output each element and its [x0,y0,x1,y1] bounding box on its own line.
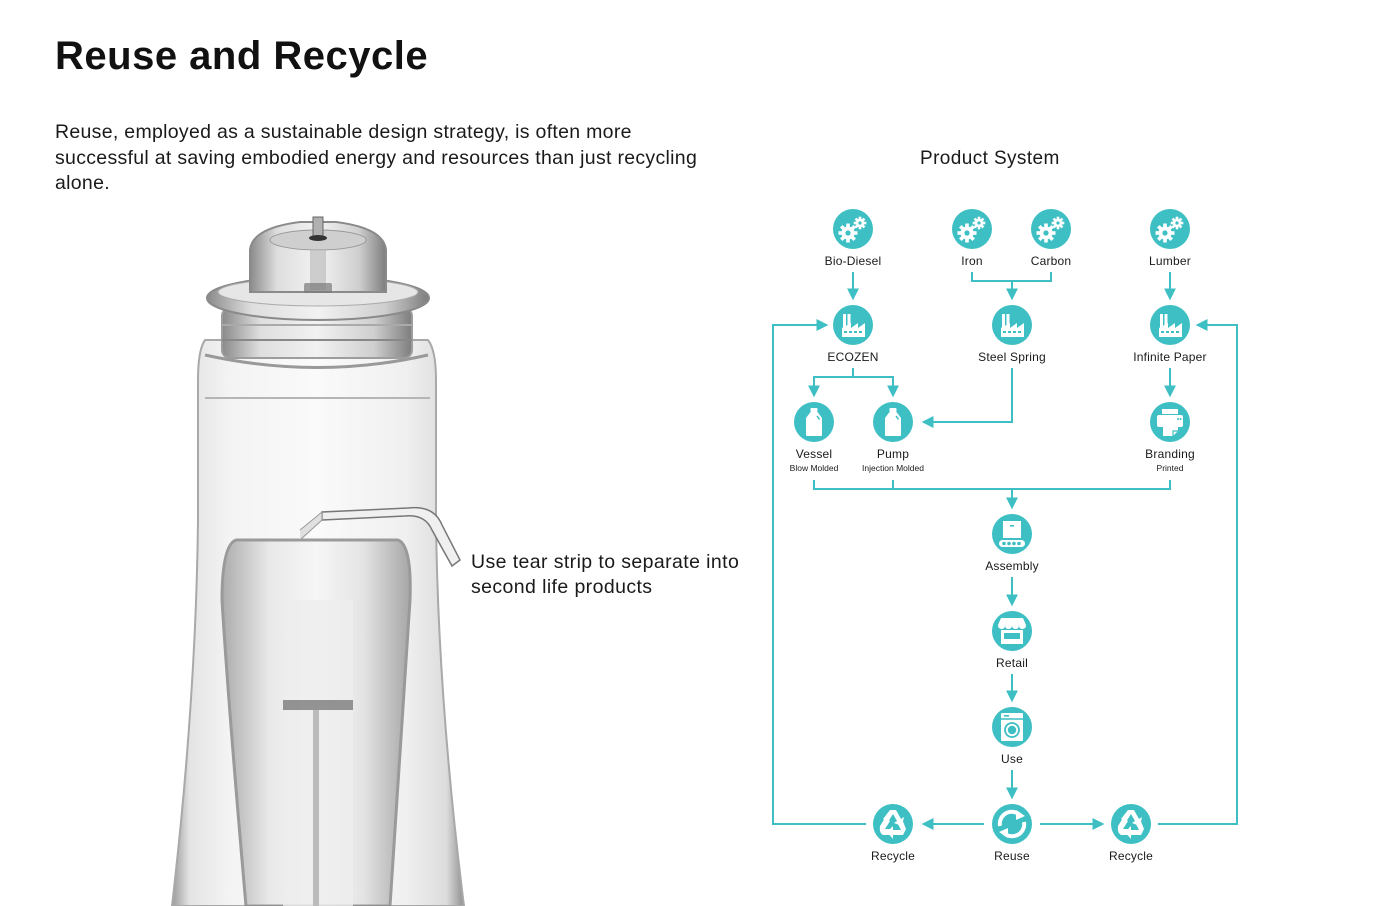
edge-recycle-left-ecozen [772,319,866,825]
edge-ecozen-split [808,368,854,398]
node-use [992,707,1032,747]
intro-paragraph: Reuse, employed as a sustainable design … [55,121,698,194]
node-ecozen [833,305,873,345]
node-label: Pump [876,447,910,461]
node-circle [992,305,1032,345]
node-branding [1150,402,1190,442]
node-sublabel: Blow Molded [789,463,839,473]
node-reuse [992,804,1032,844]
node-sublabel: Injection Molded [862,463,924,473]
page-title: Reuse and Recycle [55,34,429,78]
node-lumber [1150,209,1190,249]
node-retail [992,611,1032,651]
node-recycle-left [873,804,913,844]
edge-recycle-right-paper [1158,319,1238,825]
node-carbon [1031,209,1071,249]
edge-parts-merge [813,480,1171,490]
node-label: Carbon [1030,254,1072,268]
node-label: Bio-Diesel [824,254,882,268]
inner-band [283,700,353,710]
node-label: Reuse [994,849,1030,863]
node-iron [952,209,992,249]
node-assembly [992,514,1032,554]
node-label: Recycle [870,849,916,863]
tear-strip [321,506,461,568]
node-vessel [794,402,834,442]
node-label: Assembly [985,559,1039,573]
node-infinite-paper [1150,305,1190,345]
diagram-title: Product System [920,148,1060,169]
node-sublabel: Printed [1156,463,1184,473]
node-label: Infinite Paper [1133,350,1207,364]
edge-iron-carbon-steel [971,272,1052,282]
washer-icon [1000,712,1024,742]
edge-steel-pump [921,368,1013,428]
tear-strip-callout: Use tear strip to separate into second l… [471,551,740,598]
node-label: Retail [996,656,1028,670]
store-icon [998,618,1026,644]
node-steel-spring [992,305,1032,345]
node-bio-diesel [833,209,873,249]
bottle-illustration [170,216,466,906]
node-label: Iron [961,254,983,268]
node-label: Branding [1145,447,1195,461]
node-label: Vessel [795,447,833,461]
node-pump [873,402,913,442]
node-recycle-right [1111,804,1151,844]
node-label: Recycle [1108,849,1154,863]
node-label: Steel Spring [978,350,1046,364]
node-circle [1150,305,1190,345]
node-label: Use [1001,752,1023,766]
node-label: ECOZEN [827,350,879,364]
node-circle [833,305,873,345]
node-label: Lumber [1149,254,1191,268]
edge-ecozen-pump [853,376,899,398]
